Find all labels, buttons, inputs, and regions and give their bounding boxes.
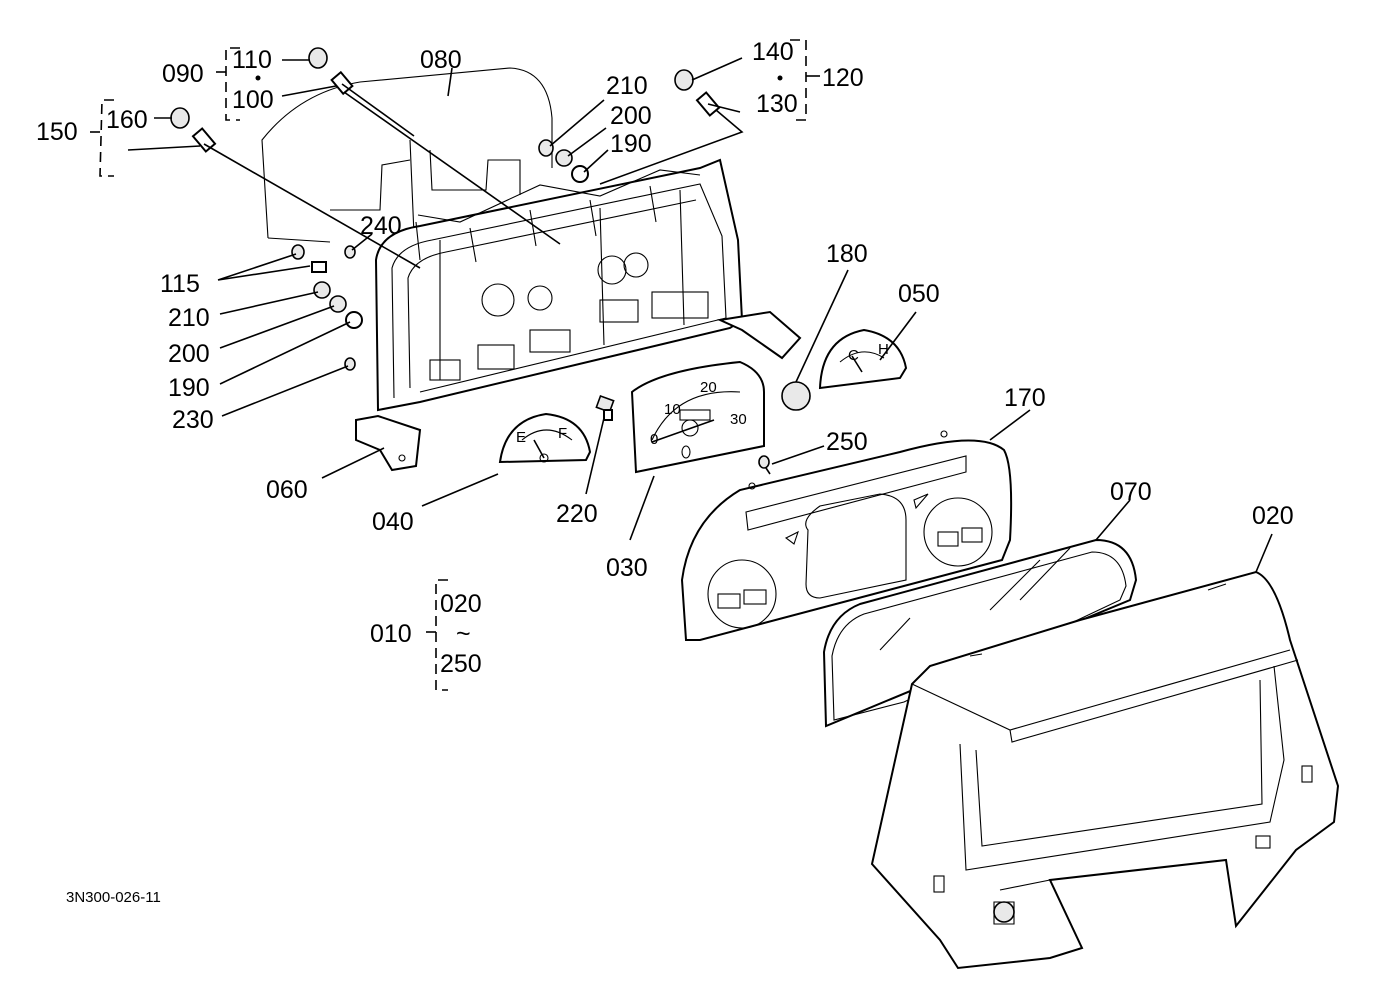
range-symbol: ~ [456,620,471,648]
callout-190-left: 190 [168,374,210,402]
tach-20-label: 20 [700,379,717,396]
callout-200-top: 200 [610,102,652,130]
callout-040: 040 [372,508,414,536]
callout-150: 150 [36,118,78,146]
callout-labels: 110 100 090 080 160 150 140 130 120 210 … [36,38,1294,906]
callout-010: 010 [370,620,412,648]
drawing-code: 3N300-026-11 [66,889,161,906]
panel-face-170 [680,430,1013,641]
callout-080: 080 [420,46,462,74]
callout-140: 140 [752,38,794,66]
callout-130: 130 [756,90,798,118]
callout-110: 110 [232,46,272,74]
temperature-gauge-050: C H [818,328,908,390]
callout-230: 230 [172,406,214,434]
callout-120: 120 [822,64,864,92]
callout-070: 070 [1110,478,1152,506]
temp-gauge-h-label: H [878,341,889,358]
callout-250-right: 250 [826,428,868,456]
callout-160: 160 [106,106,148,134]
indicator-lens-180 [781,381,811,411]
callout-200-left: 200 [168,340,210,368]
tach-0-label: 0 [650,431,658,448]
tach-30-label: 30 [730,411,747,428]
callout-020-bezel: 020 [1252,502,1294,530]
callout-180: 180 [826,240,868,268]
group-brackets [90,39,820,691]
meter-housing [355,158,802,472]
callout-210-top: 210 [606,72,648,100]
callout-020-range-start: 020 [440,590,482,618]
leader-lines [127,57,1273,573]
callout-190-top: 190 [610,130,652,158]
tachometer-030: 10 20 30 0 [630,360,765,474]
callout-250-range-end: 250 [440,650,482,678]
callout-090: 090 [162,60,204,88]
temp-gauge-c-label: C [848,347,859,364]
cover-sheet-080 [261,67,553,239]
fuel-gauge-f-label: F [558,425,567,442]
callout-240: 240 [360,212,402,240]
callout-115: 115 [160,270,200,298]
callout-030: 030 [606,554,648,582]
callout-210-left: 210 [168,304,210,332]
screws [595,394,771,475]
tach-10-label: 10 [664,401,681,418]
callout-060: 060 [266,476,308,504]
fuel-gauge-040: E F [498,412,592,464]
callout-100: 100 [232,86,274,114]
callout-170: 170 [1004,384,1046,412]
callout-050: 050 [898,280,940,308]
fuel-gauge-e-label: E [516,429,526,446]
callout-220: 220 [556,500,598,528]
